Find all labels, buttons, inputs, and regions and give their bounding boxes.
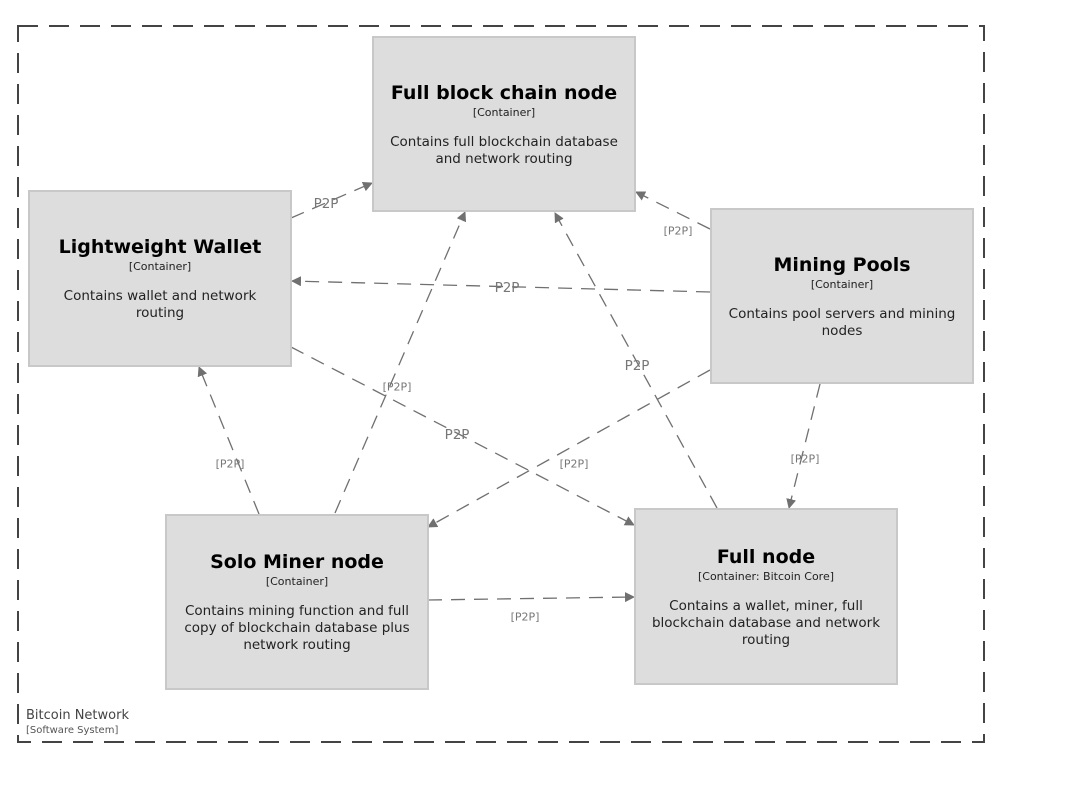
node-type: [Container] bbox=[810, 277, 874, 291]
edge-label-solo-to-fullnode: [P2P] bbox=[510, 610, 540, 624]
boundary-outline bbox=[17, 25, 985, 743]
edge-fullnode-to-fullblock bbox=[554, 212, 718, 509]
node-type: [Container] bbox=[265, 575, 329, 588]
edge-label-pools-to-wallet: P2P bbox=[494, 280, 520, 296]
node-type: [Container] bbox=[128, 260, 192, 273]
edge-label-pools-to-fullblock: [P2P] bbox=[663, 224, 693, 238]
edge-label-solo-to-fullblock: [P2P] bbox=[382, 380, 412, 394]
edge-label-solo-to-wallet: [P2P] bbox=[215, 457, 245, 471]
node-full-block-chain[interactable]: Full block chain node [Container] Contai… bbox=[372, 36, 636, 212]
edge-label-fullnode-to-fullblock: P2P bbox=[624, 358, 650, 374]
node-title: Lightweight Wallet bbox=[58, 236, 262, 258]
node-title: Full block chain node bbox=[390, 81, 618, 104]
node-title: Full node bbox=[716, 545, 816, 568]
node-type: [Container: Bitcoin Core] bbox=[697, 569, 835, 583]
node-mining-pools[interactable]: Mining Pools [Container] Contains pool s… bbox=[710, 208, 974, 384]
edge-solo-to-wallet bbox=[197, 366, 260, 515]
edge-label-wallet-to-fullblock: P2P bbox=[313, 196, 339, 212]
node-title: Mining Pools bbox=[773, 253, 911, 276]
edge-pools-to-wallet bbox=[291, 276, 711, 293]
system-boundary bbox=[17, 25, 985, 743]
boundary-type: [Software System] bbox=[26, 725, 119, 736]
edge-solo-to-fullnode bbox=[427, 592, 635, 603]
node-full-node[interactable]: Full node [Container: Bitcoin Core] Cont… bbox=[634, 508, 898, 685]
edge-wallet-to-fullblock bbox=[290, 181, 373, 219]
node-description: Contains pool servers and mining nodes bbox=[728, 305, 956, 339]
edge-solo-to-fullblock bbox=[334, 211, 467, 514]
edge-label-wallet-to-fullnode: P2P bbox=[444, 427, 470, 443]
node-description: Contains mining function and full copy o… bbox=[184, 603, 410, 653]
boundary-name: Bitcoin Network bbox=[26, 708, 129, 723]
edge-pools-to-fullblock bbox=[635, 191, 711, 230]
edge-pools-to-solo bbox=[427, 369, 711, 528]
edge-label-pools-to-fullnode: [P2P] bbox=[790, 452, 820, 466]
node-description: Contains full blockchain database and ne… bbox=[390, 133, 618, 167]
node-description: Contains a wallet, miner, full blockchai… bbox=[651, 597, 881, 648]
node-solo-miner[interactable]: Solo Miner node [Container] Contains min… bbox=[165, 514, 429, 690]
edge-label-pools-to-solo: [P2P] bbox=[559, 457, 589, 471]
boundary-label: Bitcoin Network [Software System] bbox=[26, 707, 129, 737]
node-lightweight-wallet[interactable]: Lightweight Wallet [Container] Contains … bbox=[28, 190, 292, 367]
node-description: Contains wallet and network routing bbox=[63, 288, 257, 321]
node-type: [Container] bbox=[472, 105, 536, 119]
edge-wallet-to-fullnode bbox=[290, 346, 635, 526]
node-title: Solo Miner node bbox=[210, 551, 384, 573]
